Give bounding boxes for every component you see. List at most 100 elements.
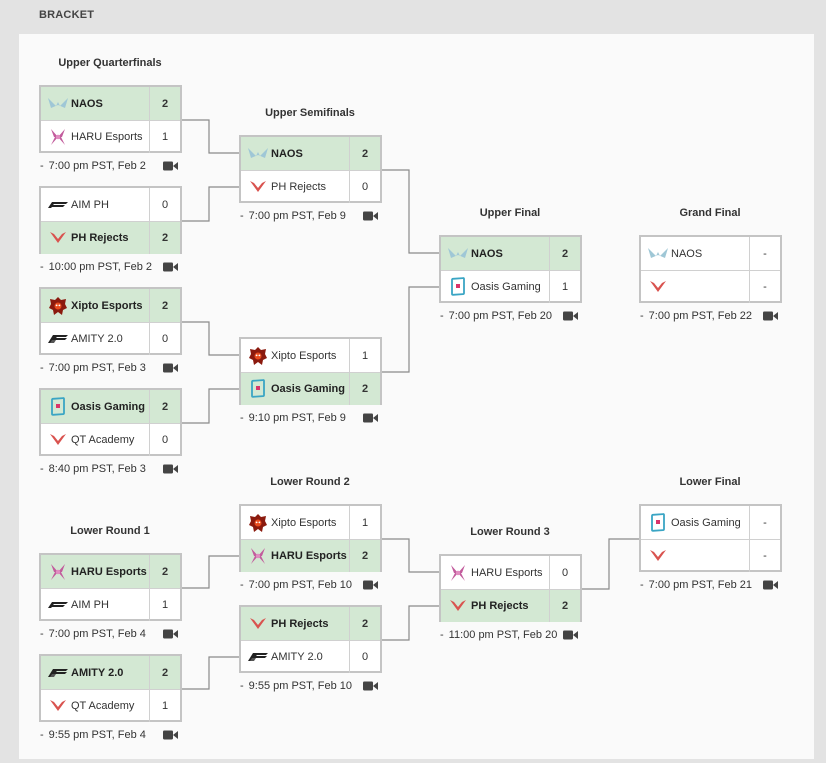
team-row[interactable]: - [641,270,780,303]
team-row[interactable]: NAOS 2 [441,237,580,270]
team-score: 2 [149,656,180,689]
xipto-logo-icon [247,512,269,534]
video-camera-icon[interactable] [763,580,778,590]
round-title-upper-final: Upper Final [479,207,541,219]
team-score: 2 [549,237,580,270]
match-time: -9:55 pm PST, Feb 4 [39,728,182,742]
amity-logo-icon [47,328,69,350]
team-score: 2 [149,555,180,588]
aim-logo-icon [47,594,69,616]
team-score: 2 [149,87,180,120]
team-score: 0 [549,556,580,589]
video-camera-icon[interactable] [563,311,578,321]
rejects-logo-icon [647,545,669,567]
connector [381,169,441,254]
connector [381,286,441,373]
team-score: - [749,506,780,539]
team-name: NAOS [471,247,503,260]
team-score: 2 [149,289,180,322]
match-lf1[interactable]: Oasis Gaming-- [639,504,782,572]
video-camera-icon[interactable] [363,413,378,423]
haru-logo-icon [447,562,469,584]
round-title-lower-round-1: Lower Round 1 [70,525,150,537]
match-time-text: 7:00 pm PST, Feb 4 [48,628,146,640]
match-time: -9:10 pm PST, Feb 9 [239,411,382,425]
team-name: PH Rejects [271,617,329,630]
video-camera-icon[interactable] [163,262,178,272]
team-score: 2 [549,590,580,622]
match-time: -10:00 pm PST, Feb 2 [39,260,182,274]
video-camera-icon[interactable] [163,464,178,474]
team-row[interactable]: - [641,539,780,572]
match-gf1[interactable]: NAOS-- [639,235,782,303]
rejects-logo-icon [447,595,469,617]
video-camera-icon[interactable] [763,311,778,321]
video-camera-icon[interactable] [163,730,178,740]
naos-logo-icon [247,143,269,165]
video-camera-icon[interactable] [363,681,378,691]
connector [181,321,241,356]
video-camera-icon[interactable] [363,211,378,221]
match-time-text: 7:00 pm PST, Feb 22 [648,310,753,322]
match-time: -7:00 pm PST, Feb 4 [39,627,182,641]
video-camera-icon[interactable] [163,363,178,373]
rejects-logo-icon [47,227,69,249]
round-title-upper-quarterfinals: Upper Quarterfinals [58,57,162,69]
team-score: 0 [149,323,180,355]
video-camera-icon[interactable] [563,630,578,640]
video-camera-icon[interactable] [163,629,178,639]
video-camera-icon[interactable] [363,580,378,590]
round-title-upper-semifinals: Upper Semifinals [265,107,355,119]
team-score: 1 [149,690,180,722]
round-title-lower-round-3: Lower Round 3 [470,526,550,538]
video-camera-icon[interactable] [163,161,178,171]
rejects-logo-icon [247,613,269,635]
round-title-lower-round-2: Lower Round 2 [270,476,350,488]
match-time: -8:40 pm PST, Feb 3 [39,462,182,476]
rejects-logo-icon [647,276,669,298]
team-name: HARU Esports [71,131,143,143]
connector [181,186,241,222]
match-time: -11:00 pm PST, Feb 20 [439,628,582,642]
team-row[interactable]: NAOS- [641,237,780,270]
team-name: HARU Esports [271,550,347,562]
connector [581,538,641,590]
amity-logo-icon [47,662,69,684]
team-row[interactable]: Oasis Gaming- [641,506,780,539]
